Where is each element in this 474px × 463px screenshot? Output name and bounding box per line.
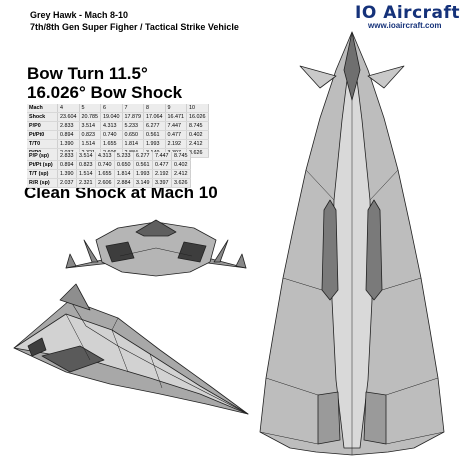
table-cell: 0.402	[171, 160, 191, 170]
table-cell: 16.471	[165, 112, 187, 122]
table-cell: 1.655	[100, 139, 123, 149]
brand-url: www.ioaircraft.com	[368, 21, 442, 30]
table-cell: 7.447	[165, 121, 187, 131]
table-cell: 23.604	[57, 112, 80, 122]
table-cell: 17.064	[143, 112, 166, 122]
brand-logo: IO Aircraft	[355, 3, 461, 23]
table-cell: 1.390	[57, 169, 77, 179]
table-cell: 3.514	[76, 152, 96, 161]
table-cell: 5.233	[122, 121, 144, 131]
table-cell: 1.390	[57, 139, 80, 149]
table-cell: 0.823	[79, 130, 101, 140]
table-cell: 1.655	[95, 169, 115, 179]
table-cell: 5	[79, 104, 101, 113]
table-row-label: Pt/Pt0	[27, 130, 58, 140]
table-cell: 6	[100, 104, 123, 113]
table-cell: 0.740	[95, 160, 115, 170]
table-cell: 2.884	[114, 178, 134, 188]
table-row-label: T/T (sp)	[27, 169, 58, 179]
table-cell: 2.037	[57, 178, 77, 188]
table-cell: 0.650	[114, 160, 134, 170]
table-cell: 2.412	[171, 169, 191, 179]
table-cell: 1.993	[133, 169, 153, 179]
table-cell: 4.313	[95, 152, 115, 161]
table-cell: 1.993	[143, 139, 166, 149]
table-cell: 3.626	[171, 178, 191, 188]
aircraft-perspective-view	[13, 283, 249, 415]
aircraft-plan-view	[259, 31, 445, 456]
table-cell: 1.514	[76, 169, 96, 179]
table-row-label: Mach	[27, 104, 58, 113]
table-row-label: Pt/Pt (sp)	[27, 160, 58, 170]
table-cell: 0.561	[143, 130, 166, 140]
table-cell: 4.313	[100, 121, 123, 131]
table-cell: 2.833	[57, 121, 80, 131]
table-cell: 0.650	[122, 130, 144, 140]
table-row-label: R/R (sp)	[27, 178, 58, 188]
table-row-label: P/P0	[27, 121, 58, 131]
table-cell: 0.894	[57, 130, 80, 140]
table-cell: 3.514	[79, 121, 101, 131]
table-cell: 20.785	[79, 112, 101, 122]
table-cell: 2.192	[152, 169, 172, 179]
page-subtitle: 7th/8th Gen Super Figher / Tactical Stri…	[30, 22, 239, 32]
table-cell: 8.745	[171, 152, 191, 161]
bow-turn-heading: Bow Turn 11.5°	[27, 64, 148, 83]
table-cell: 2.321	[76, 178, 96, 188]
table-cell: 3.149	[133, 178, 153, 188]
table-cell: 7.447	[152, 152, 172, 161]
table-cell: 9	[165, 104, 187, 113]
table-row-label: Shock	[27, 112, 58, 122]
table-cell: 0.823	[76, 160, 96, 170]
table-cell: 4	[57, 104, 80, 113]
bow-shock-heading: 16.026° Bow Shock	[27, 83, 183, 102]
table-cell: 0.561	[133, 160, 153, 170]
table-cell: 0.477	[152, 160, 172, 170]
table-cell: 2.192	[165, 139, 187, 149]
table-cell: 0.477	[165, 130, 187, 140]
table-cell: 8.745	[186, 121, 209, 131]
table-cell: 3.626	[186, 148, 209, 158]
table-cell: 7	[122, 104, 144, 113]
table-cell: 8	[143, 104, 166, 113]
table-cell: 3.397	[152, 178, 172, 188]
table-cell: 6.277	[133, 152, 153, 161]
table-cell: 2.833	[57, 152, 77, 161]
table-cell: 0.894	[57, 160, 77, 170]
table-cell: 5.233	[114, 152, 134, 161]
table-cell: 0.740	[100, 130, 123, 140]
table-cell: 0.402	[186, 130, 209, 140]
table-cell: 2.412	[186, 139, 209, 149]
table-cell: 1.814	[114, 169, 134, 179]
table-row-label: T/T0	[27, 139, 58, 149]
table-cell: 17.879	[122, 112, 144, 122]
table-cell: 19.040	[100, 112, 123, 122]
aircraft-front-view	[65, 219, 247, 277]
table-cell: 2.606	[95, 178, 115, 188]
page-title: Grey Hawk - Mach 8-10	[30, 10, 129, 20]
table-cell: 10	[186, 104, 209, 113]
table-cell: 1.814	[122, 139, 144, 149]
table-cell: 1.514	[79, 139, 101, 149]
table-cell: 6.277	[143, 121, 166, 131]
table-row-label: P/P (sp)	[27, 152, 58, 161]
table-cell: 16.026	[186, 112, 209, 122]
